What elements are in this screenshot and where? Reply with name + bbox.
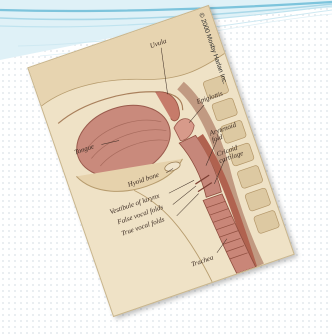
slide-canvas: Uvula Tongue Epiglottis Arytenoid fold C… — [0, 0, 332, 336]
